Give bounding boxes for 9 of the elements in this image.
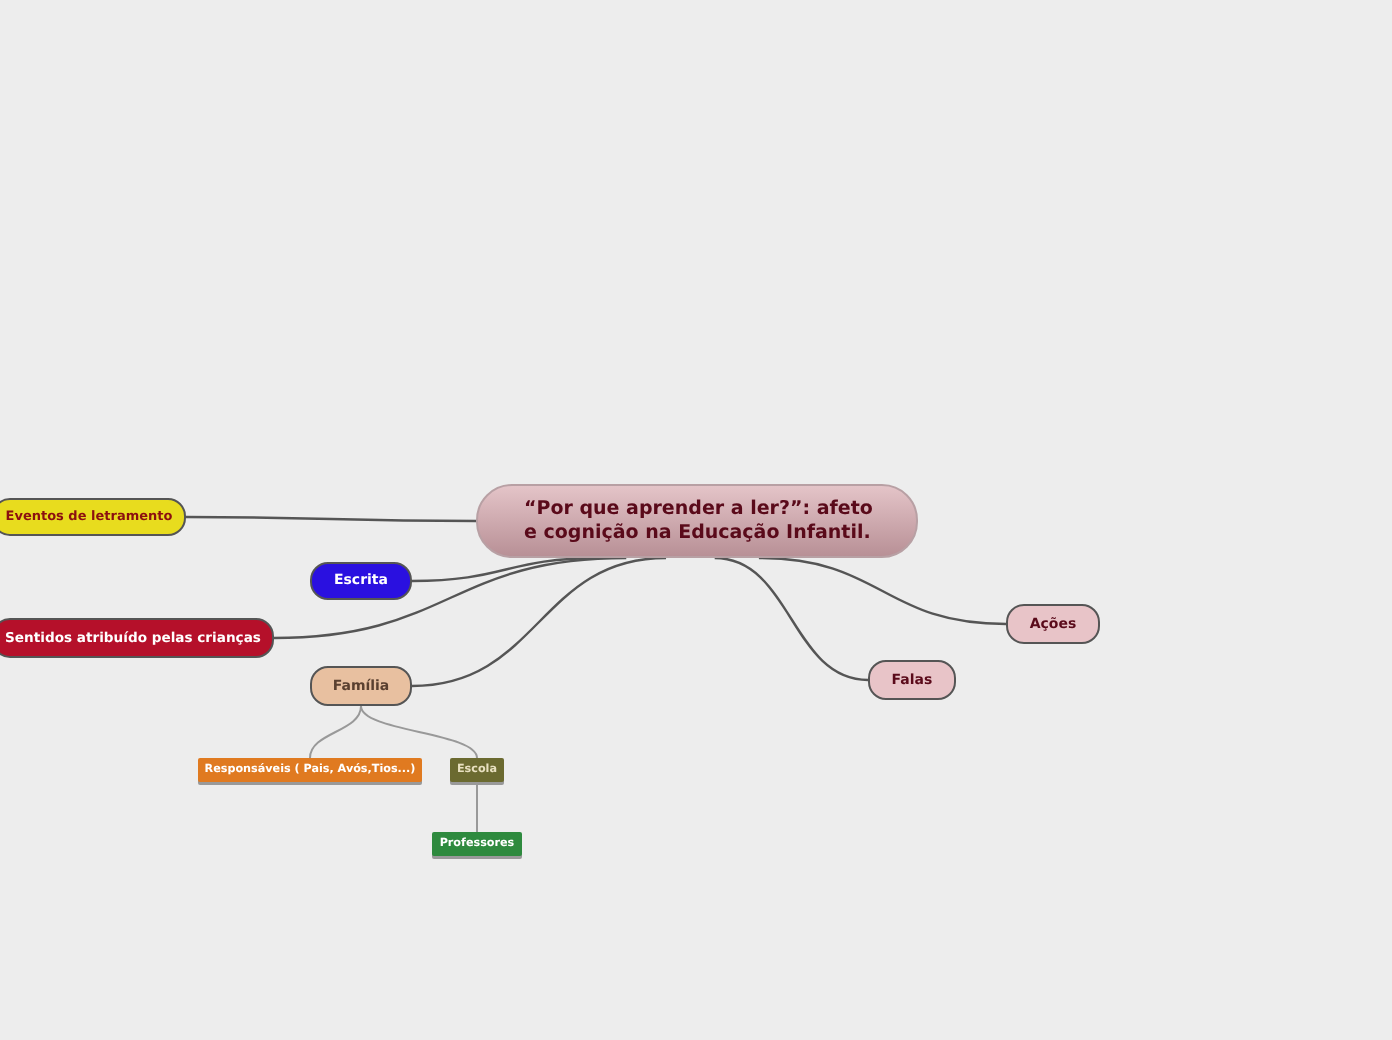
connector-line <box>186 515 476 523</box>
connector-line <box>758 556 1007 626</box>
connector-line <box>309 705 362 759</box>
connector-line <box>411 556 667 688</box>
connector-line <box>273 556 627 640</box>
connector-line <box>476 781 478 833</box>
connector-line <box>360 705 478 759</box>
connector-line <box>714 556 869 682</box>
central-topic-node: “Por que aprender a ler?”: afeto e cognição na Educação Infantil. <box>476 484 918 558</box>
